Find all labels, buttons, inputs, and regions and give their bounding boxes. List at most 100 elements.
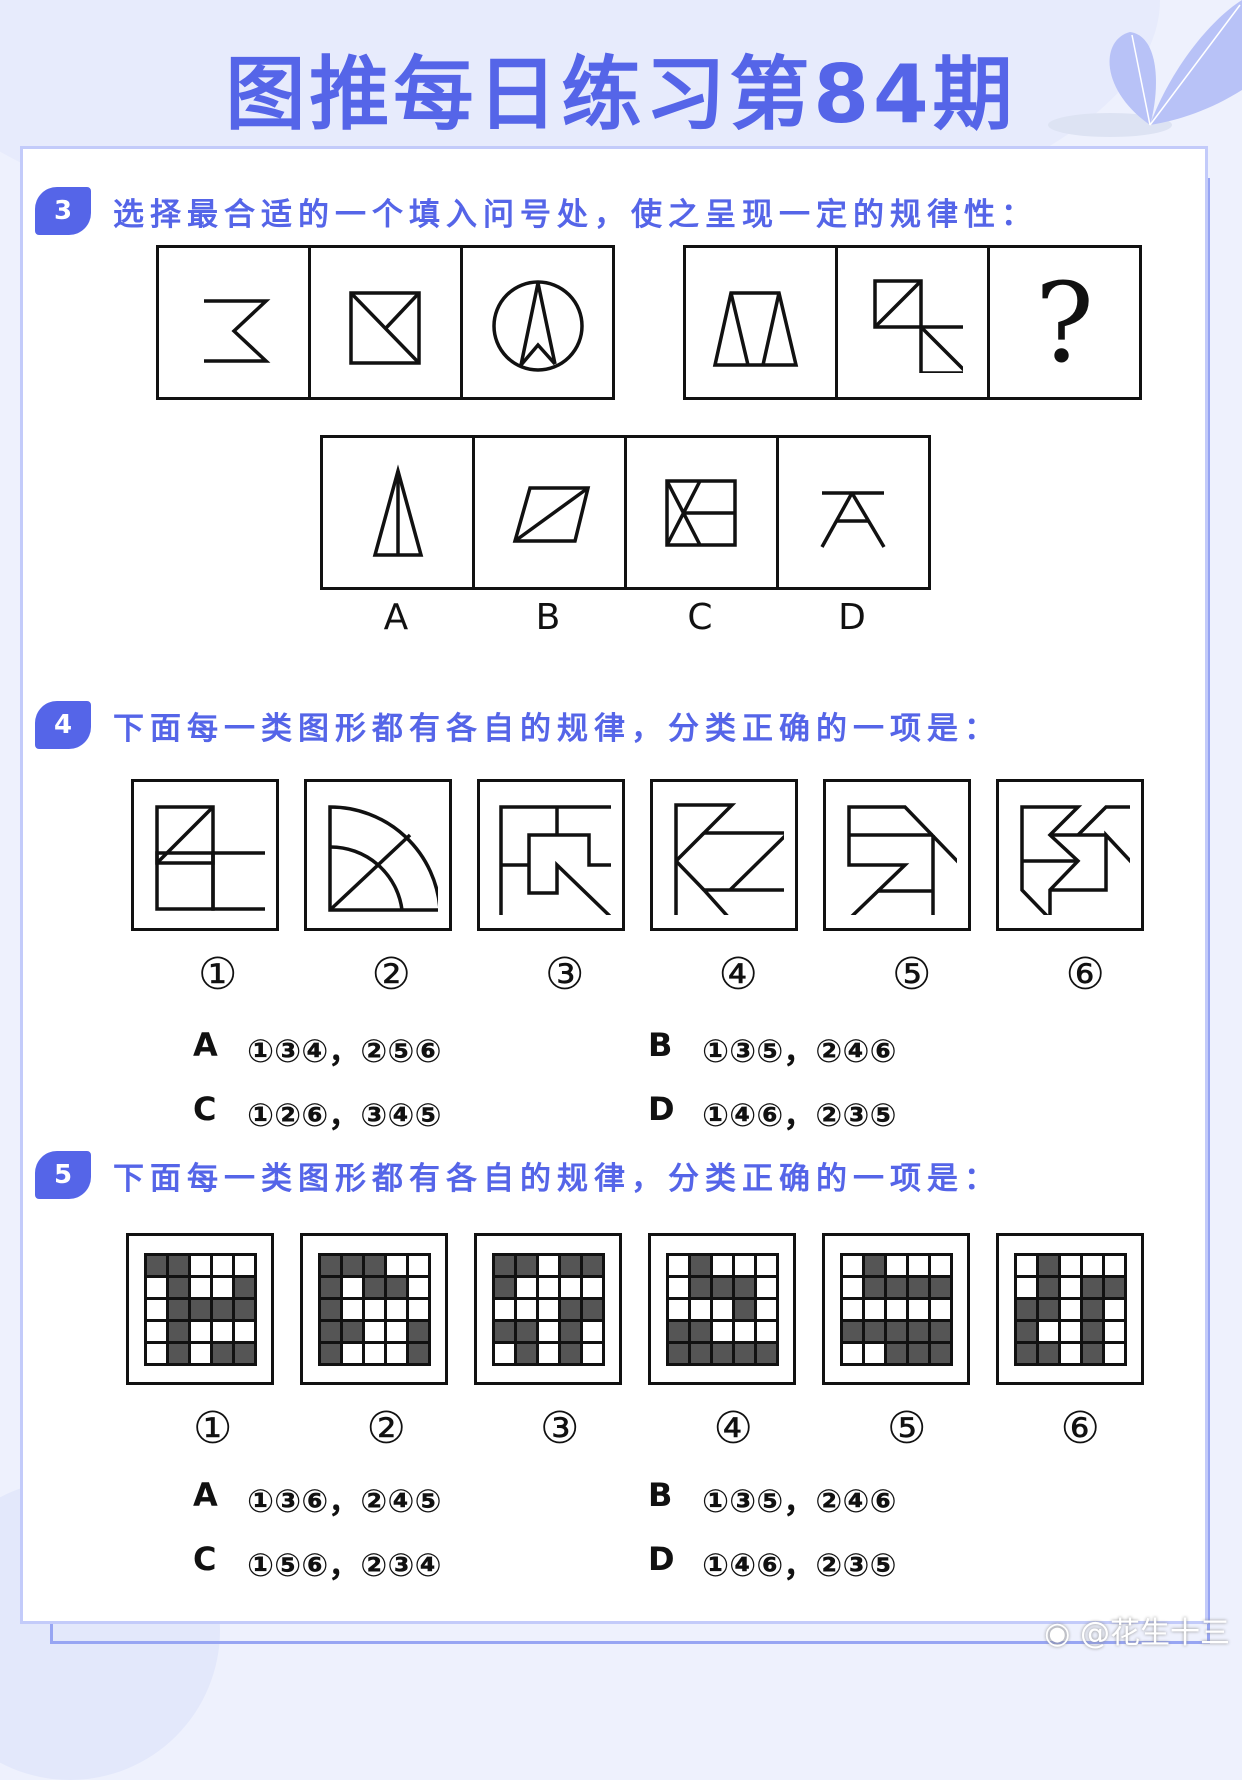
grid-cell-dark (560, 1255, 580, 1275)
grid-cell-light (538, 1255, 558, 1275)
grid-cell-dark (560, 1299, 580, 1319)
option-label[interactable]: A (383, 597, 409, 638)
grid-cell-light (538, 1277, 558, 1297)
option-b-figure[interactable] (475, 438, 627, 587)
grid-cell-dark (690, 1321, 710, 1341)
grid-cell-light (516, 1277, 536, 1297)
grid-cell-light (842, 1277, 862, 1297)
grid-cell-dark (386, 1277, 406, 1297)
figure-number: ⑤ (887, 1403, 927, 1454)
figure-1-icon (155, 805, 265, 911)
grid-cell-dark (1038, 1255, 1058, 1275)
option-a-figure[interactable] (323, 438, 475, 587)
figure-box-4 (650, 779, 798, 931)
grid-cell-dark (494, 1277, 514, 1297)
grid-cell-dark (1082, 1321, 1102, 1341)
grid-cell-dark (212, 1299, 232, 1319)
option-label[interactable]: D (838, 597, 866, 638)
triangle-figure-icon (372, 463, 423, 557)
grid-cell-dark (516, 1255, 536, 1275)
grid-cell-dark (168, 1299, 188, 1319)
cell-grid (143, 1252, 257, 1366)
grid-cell-dark (560, 1321, 580, 1341)
grid-cell-light (146, 1321, 166, 1341)
grid-cell-light (1104, 1255, 1124, 1275)
grid-cell-light (668, 1299, 688, 1319)
figure-box-5 (822, 1233, 970, 1385)
grid-cell-dark (320, 1321, 340, 1341)
grid-cell-dark (168, 1277, 188, 1297)
grid-cell-light (342, 1343, 362, 1363)
watermark: ◉ @花生十三 (1044, 1616, 1230, 1651)
figure-box-1 (126, 1233, 274, 1385)
grid-cell-light (190, 1321, 210, 1341)
figure-box-1 (131, 779, 279, 931)
option-label[interactable]: C (687, 597, 713, 638)
cell-grid (491, 1252, 605, 1366)
grid-cell-light (538, 1299, 558, 1319)
grid-cell-light (146, 1343, 166, 1363)
grid-cell-dark (320, 1299, 340, 1319)
grid-cell-light (1060, 1343, 1080, 1363)
grid-cell-dark (494, 1255, 514, 1275)
grid-cell-dark (234, 1299, 254, 1319)
grid-cell-light (408, 1299, 428, 1319)
grid-cell-light (560, 1277, 580, 1297)
question-number-badge: 4 (35, 701, 91, 749)
two-squares-figure-icon (872, 278, 963, 373)
figure-cell (463, 248, 612, 397)
grid-cell-dark (1082, 1343, 1102, 1363)
grid-cell-dark (1104, 1277, 1124, 1297)
question-number-badge: 3 (35, 187, 91, 235)
grid-cell-light (908, 1255, 928, 1275)
question-prompt: 下面每一类图形都有各自的规律，分类正确的一项是： (113, 1160, 1001, 1197)
grid-cell-dark (930, 1277, 950, 1297)
grid-cell-dark (320, 1343, 340, 1363)
figure-cell-unknown: ? (990, 248, 1139, 397)
grid-cell-dark (886, 1277, 906, 1297)
question-4-header: 4 下面每一类图形都有各自的规律，分类正确的一项是： (35, 701, 1001, 749)
grid-cell-light (364, 1321, 384, 1341)
figure-cell (159, 248, 311, 397)
grid-cell-light (582, 1321, 602, 1341)
option-c-figure[interactable] (627, 438, 779, 587)
content-card: 3 选择最合适的一个填入问号处，使之呈现一定的规律性： ? (20, 146, 1208, 1624)
grid-cell-light (690, 1299, 710, 1319)
rectangle-x-figure-icon (664, 478, 737, 547)
grid-cell-dark (408, 1343, 428, 1363)
grid-cell-dark (886, 1321, 906, 1341)
figure-number: ④ (718, 949, 758, 1000)
grid-cell-light (864, 1299, 884, 1319)
grid-cell-light (386, 1343, 406, 1363)
grid-cell-light (886, 1299, 906, 1319)
grid-cell-dark (190, 1299, 210, 1319)
grid-cell-dark (408, 1321, 428, 1341)
grid-cell-dark (930, 1321, 950, 1341)
grid-cell-light (842, 1343, 862, 1363)
parallelogram-figure-icon (512, 485, 590, 543)
grid-cell-dark (516, 1343, 536, 1363)
figure-box-4 (648, 1233, 796, 1385)
grid-cell-dark (1016, 1343, 1036, 1363)
question-3-group-1 (156, 245, 615, 400)
grid-cell-light (386, 1255, 406, 1275)
grid-cell-dark (146, 1255, 166, 1275)
grid-cell-light (212, 1277, 232, 1297)
grid-cell-light (516, 1299, 536, 1319)
grid-cell-light (1016, 1277, 1036, 1297)
option-label[interactable]: B (535, 597, 561, 638)
figure-number: ③ (545, 949, 585, 1000)
grid-cell-light (930, 1255, 950, 1275)
leaf-decoration-icon (1048, 0, 1242, 137)
grid-cell-dark (234, 1343, 254, 1363)
option-d-figure[interactable] (779, 438, 928, 587)
cell-grid (839, 1252, 953, 1366)
